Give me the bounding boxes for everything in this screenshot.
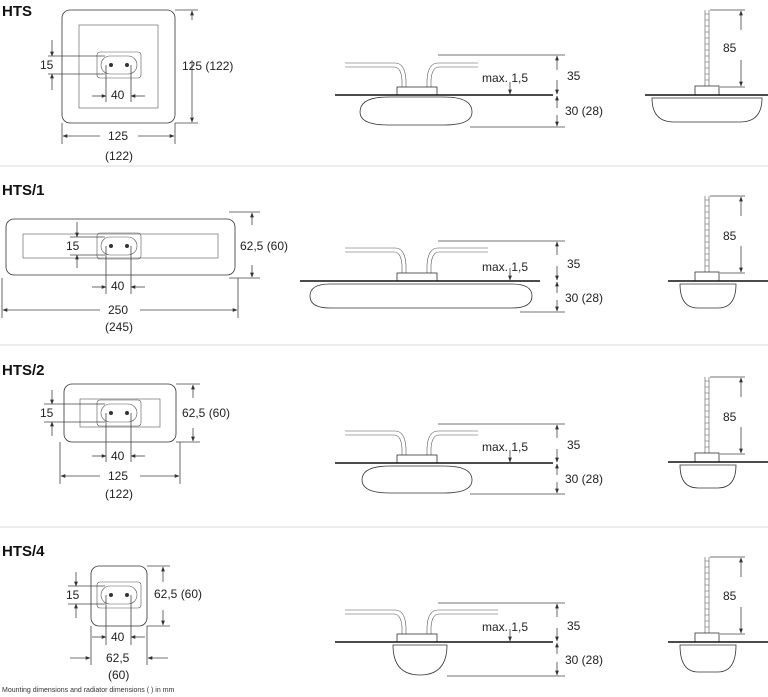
end-view: 85 <box>645 9 768 123</box>
dim-width-alt: (122) <box>105 149 133 163</box>
side-view: max. 1,5 35 30 (28) <box>335 54 603 128</box>
dim-hole: 40 <box>111 449 125 463</box>
section-title: HTS/2 <box>2 362 45 379</box>
section-hts: HTS 15 40 125 (122) <box>2 3 768 163</box>
dim-height: 125 (122) <box>182 59 233 73</box>
top-view: 15 40 62,5 (60) 62,5 (60) <box>66 565 202 682</box>
top-view: 15 40 62,5 (60) 250 (245) <box>1 211 288 334</box>
top-view: 15 40 62,5 (60) 125 (122) <box>40 383 230 501</box>
dim-below: 30 (28) <box>565 653 603 667</box>
section-hts-2: HTS/2 15 40 62,5 (60) <box>2 362 768 501</box>
dim-hole: 40 <box>111 630 125 644</box>
dim-below: 30 (28) <box>565 104 603 118</box>
dim-width: 250 <box>108 303 128 317</box>
side-view: max. 1,5 35 30 (28) <box>335 602 603 677</box>
section-title: HTS/1 <box>2 182 45 199</box>
dim-small: 15 <box>66 588 80 602</box>
section-hts-4: HTS/4 15 40 62,5 (60) 62 <box>2 543 768 682</box>
side-view: max. 1,5 35 30 (28) <box>335 423 603 495</box>
end-view: 85 <box>668 376 768 489</box>
dim-above: 35 <box>567 69 581 83</box>
dim-small: 15 <box>40 406 54 420</box>
dim-end-height: 85 <box>723 229 737 243</box>
section-title: HTS <box>2 3 32 20</box>
dim-above: 35 <box>567 257 581 271</box>
dim-small: 15 <box>40 58 54 72</box>
dim-width-alt: (122) <box>105 487 133 501</box>
dim-end-height: 85 <box>723 589 737 603</box>
top-view: 15 40 125 (122) 125 (122) <box>40 9 233 163</box>
dim-width-alt: (245) <box>105 320 133 334</box>
section-title: HTS/4 <box>2 543 45 560</box>
dim-max: max. 1,5 <box>482 620 528 634</box>
end-view: 85 <box>668 556 768 673</box>
dim-width-alt: (60) <box>108 668 129 682</box>
dim-height: 62,5 (60) <box>182 406 230 420</box>
dim-end-height: 85 <box>723 41 737 55</box>
dim-max: max. 1,5 <box>482 440 528 454</box>
dim-above: 35 <box>567 619 581 633</box>
dim-hole: 40 <box>111 279 125 293</box>
side-view: max. 1,5 35 30 (28) <box>300 240 603 313</box>
dim-max: max. 1,5 <box>482 260 528 274</box>
dim-height: 62,5 (60) <box>154 587 202 601</box>
dim-width: 125 <box>108 469 128 483</box>
dim-max: max. 1,5 <box>482 71 528 85</box>
dim-hole: 40 <box>111 88 125 102</box>
end-view: 85 <box>668 195 768 309</box>
dim-small: 15 <box>66 239 80 253</box>
dim-end-height: 85 <box>723 410 737 424</box>
dim-below: 30 (28) <box>565 472 603 486</box>
dim-width: 62,5 <box>106 651 130 665</box>
footnote: Mounting dimensions and radiator dimensi… <box>2 687 175 694</box>
dim-above: 35 <box>567 438 581 452</box>
section-hts-1: HTS/1 15 40 62,5 (60) <box>1 182 768 334</box>
dim-width: 125 <box>108 129 128 143</box>
dim-height: 62,5 (60) <box>240 239 288 253</box>
dim-below: 30 (28) <box>565 291 603 305</box>
